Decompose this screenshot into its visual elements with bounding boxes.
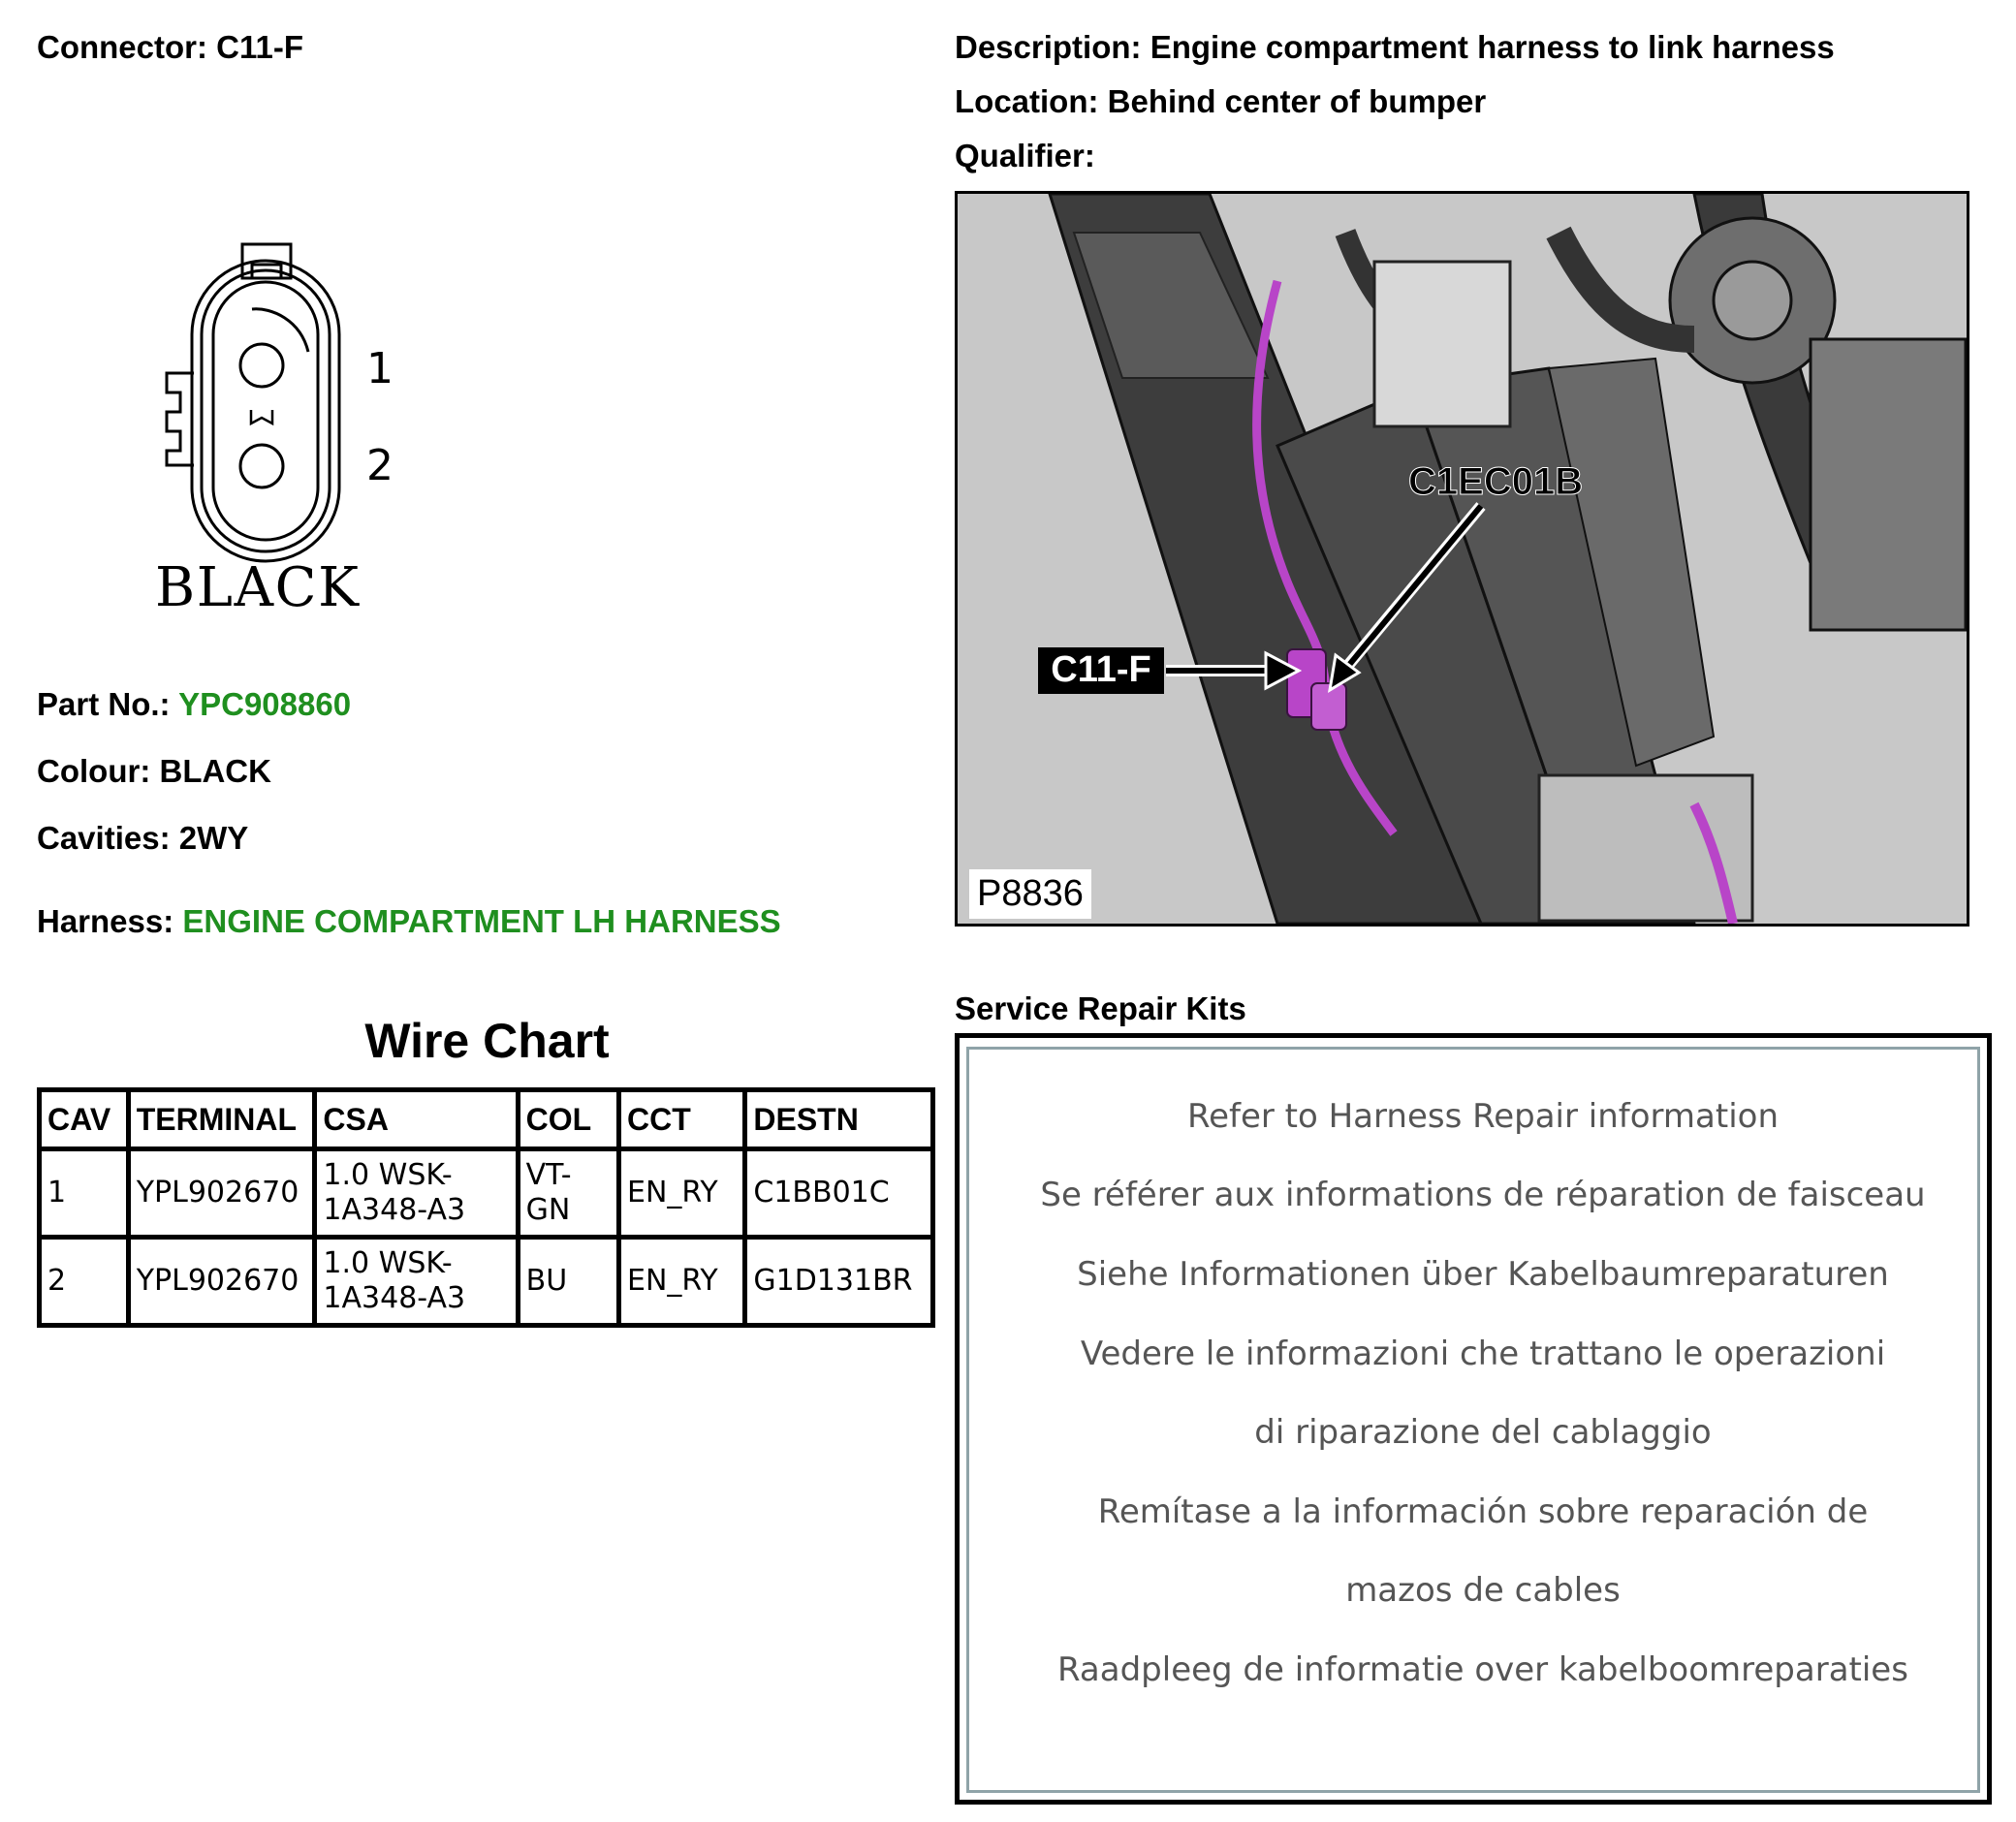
harness-field: Harness: ENGINE COMPARTMENT LH HARNESS [37, 903, 781, 940]
wire-chart-table: CAV TERMINAL CSA COL CCT DESTN 1 YPL9026… [37, 1087, 935, 1328]
cell-col-line-1: VT- [525, 1158, 572, 1192]
photo-reference-label: P8836 [969, 869, 1091, 919]
wire-chart-title: Wire Chart [364, 1014, 610, 1068]
cell-col-line-1: BU [525, 1264, 568, 1298]
kit-line: Remítase a la información sobre reparaci… [1097, 1492, 1869, 1531]
header-col: COL [515, 1087, 622, 1151]
cell-cct: EN_RY [616, 1147, 748, 1240]
kit-line: Siehe Informationen über Kabelbaumrepara… [1077, 1255, 1889, 1294]
callout-c11f-label: C11-F [1051, 649, 1150, 690]
location-value: Behind center of bumper [1107, 83, 1487, 119]
connector-label: Connector: [37, 29, 207, 65]
kit-line: Refer to Harness Repair information [1186, 1097, 1779, 1136]
table-row: 2 YPL902670 1.0 WSK-1A348-A3 BU EN_RY G1… [37, 1235, 935, 1328]
kit-line: Raadpleeg de informatie over kabelboomre… [1057, 1650, 1908, 1689]
kit-line: Vedere le informazioni che trattano le o… [1080, 1335, 1886, 1373]
engine-bay-illustration: C11-F C1EC01B [958, 194, 1967, 924]
cell-col: VT-GN [515, 1147, 622, 1240]
callout-c1ec01b-label: C1EC01B [1408, 460, 1583, 503]
cavities-value: 2WY [178, 820, 249, 856]
cavities-field: Cavities: 2WY [37, 820, 248, 857]
colour-field: Colour: BLACK [37, 753, 271, 790]
part-no-field: Part No.: YPC908860 [37, 686, 351, 723]
part-no-value[interactable]: YPC908860 [178, 686, 352, 722]
connector-field: Connector: C11-F [37, 29, 303, 66]
cell-col: BU [515, 1235, 622, 1328]
pinout-colour-label: BLACK [155, 556, 360, 615]
header-csa: CSA [312, 1087, 520, 1151]
cell-csa-line-1: 1.0 WSK- [323, 1158, 453, 1192]
cell-cct: EN_RY [616, 1235, 748, 1328]
colour-value: BLACK [159, 753, 271, 789]
cavities-label: Cavities: [37, 820, 171, 856]
qualifier-field: Qualifier: [955, 138, 1095, 174]
cell-destn: G1D131BR [742, 1235, 935, 1328]
connector-pinout-diagram: 1 2 BLACK [155, 242, 394, 615]
header-terminal: TERMINAL [125, 1087, 318, 1151]
cell-terminal: YPL902670 [125, 1147, 318, 1240]
location-field: Location: Behind center of bumper [955, 83, 1486, 120]
colour-label: Colour: [37, 753, 151, 789]
cell-col-line-2: GN [525, 1193, 571, 1227]
cell-csa-line-2: 1A348-A3 [323, 1281, 466, 1315]
harness-value[interactable]: ENGINE COMPARTMENT LH HARNESS [182, 903, 781, 939]
cell-csa: 1.0 WSK-1A348-A3 [312, 1147, 520, 1240]
description-label: Description: [955, 29, 1142, 65]
connector-value: C11-F [216, 29, 304, 65]
header-destn: DESTN [742, 1087, 935, 1151]
part-no-label: Part No.: [37, 686, 171, 722]
kit-line: di riparazione del cablaggio [1254, 1413, 1712, 1452]
qualifier-label: Qualifier: [955, 138, 1095, 173]
harness-label: Harness: [37, 903, 174, 939]
service-kits-inner-frame [966, 1047, 1980, 1793]
service-kits-box [955, 1033, 1992, 1805]
header-cav: CAV [37, 1087, 131, 1151]
cell-csa: 1.0 WSK-1A348-A3 [312, 1235, 520, 1328]
cell-cav: 1 [37, 1147, 131, 1240]
pin-2-label: 2 [366, 441, 394, 490]
header-cct: CCT [616, 1087, 748, 1151]
connector-location-image: C11-F C1EC01B [955, 191, 1969, 927]
cell-csa-line-2: 1A348-A3 [323, 1193, 466, 1227]
cell-destn: C1BB01C [742, 1147, 935, 1240]
kit-line: mazos de cables [1345, 1571, 1621, 1610]
table-row: 1 YPL902670 1.0 WSK-1A348-A3 VT-GN EN_RY… [37, 1147, 935, 1240]
cell-terminal: YPL902670 [125, 1235, 318, 1328]
location-label: Location: [955, 83, 1099, 119]
pin-1-label: 1 [366, 344, 394, 393]
wire-chart-header-row: CAV TERMINAL CSA COL CCT DESTN [37, 1087, 935, 1151]
service-kits-title: Service Repair Kits [955, 990, 1246, 1026]
description-field: Description: Engine compartment harness … [955, 29, 1835, 66]
cell-cav: 2 [37, 1235, 131, 1328]
kit-line: Se référer aux informations de réparatio… [1040, 1176, 1926, 1214]
cell-csa-line-1: 1.0 WSK- [323, 1246, 453, 1280]
description-value: Engine compartment harness to link harne… [1150, 29, 1835, 65]
